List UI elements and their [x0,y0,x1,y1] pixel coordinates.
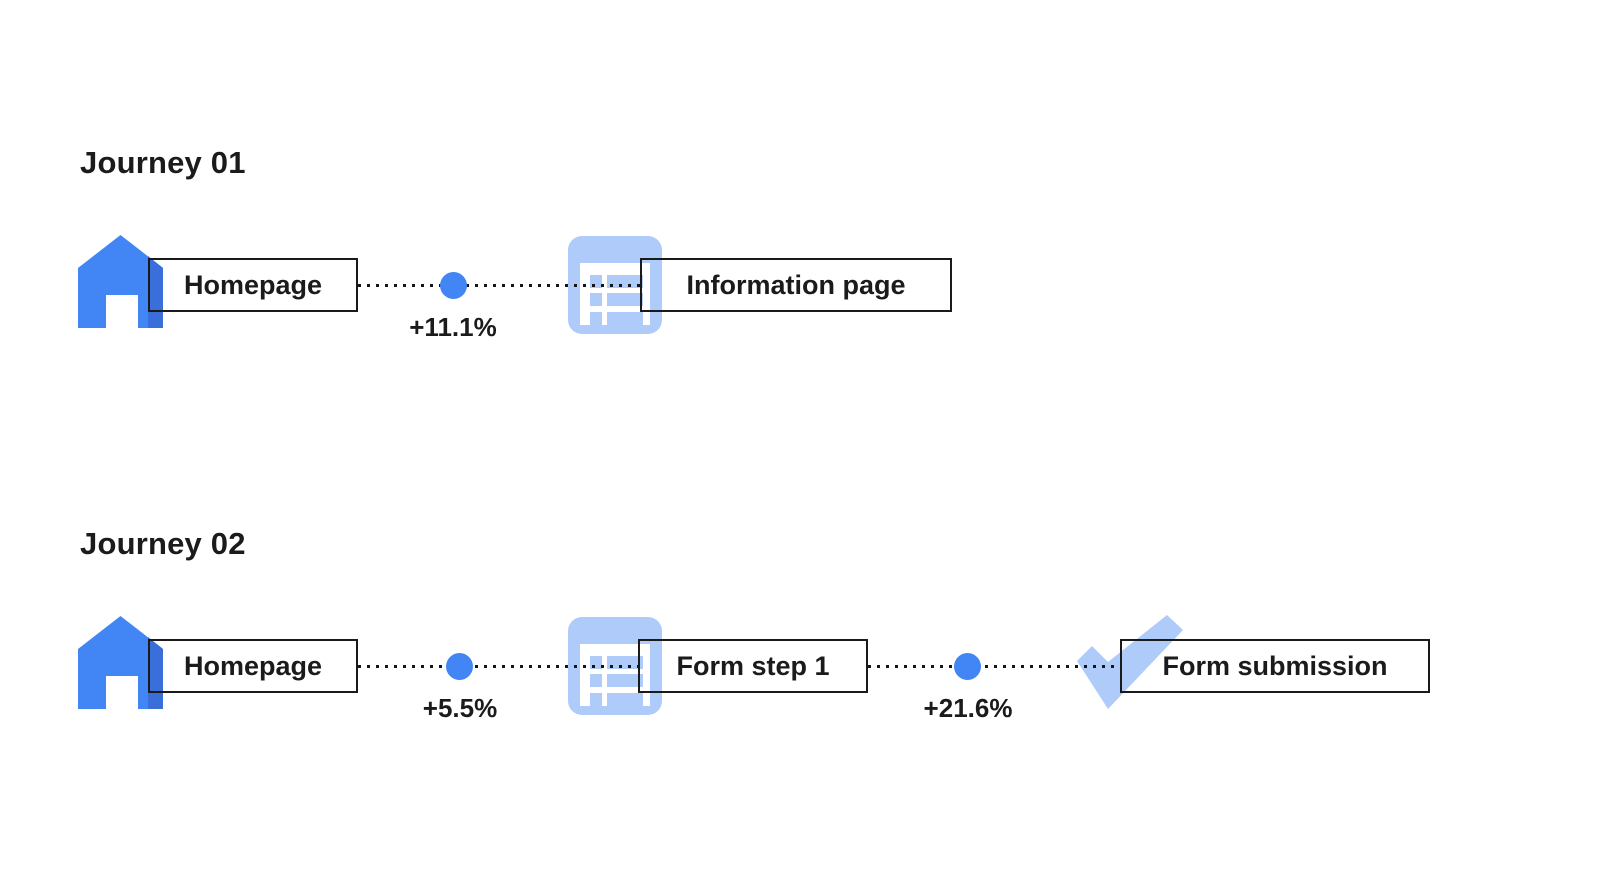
transition-dot [954,653,981,680]
transition-dot [440,272,467,299]
step-label: Homepage [183,650,323,681]
step-label: Information page [686,269,906,300]
journey-title: Journey 02 [80,526,246,561]
step-label-box: Homepage [148,258,358,312]
step-label: Homepage [183,269,323,300]
step-label-box: Information page [640,258,952,312]
transition-percentage: +21.6% [923,693,1013,723]
step-label-box: Homepage [148,639,358,693]
transition-dot [446,653,473,680]
step-label: Form submission [1162,650,1388,681]
step-label-box: Form step 1 [638,639,868,693]
check-icon [1077,615,1183,709]
journey-title: Journey 01 [80,145,246,180]
step-label: Form step 1 [676,650,830,681]
dotted-connector [358,284,640,287]
transition-percentage: +5.5% [422,693,498,723]
home-icon [78,235,163,328]
dotted-connector [358,665,638,668]
transition-percentage: +11.1% [409,312,497,342]
step-label-box: Form submission [1120,639,1430,693]
dotted-connector [868,665,1120,668]
